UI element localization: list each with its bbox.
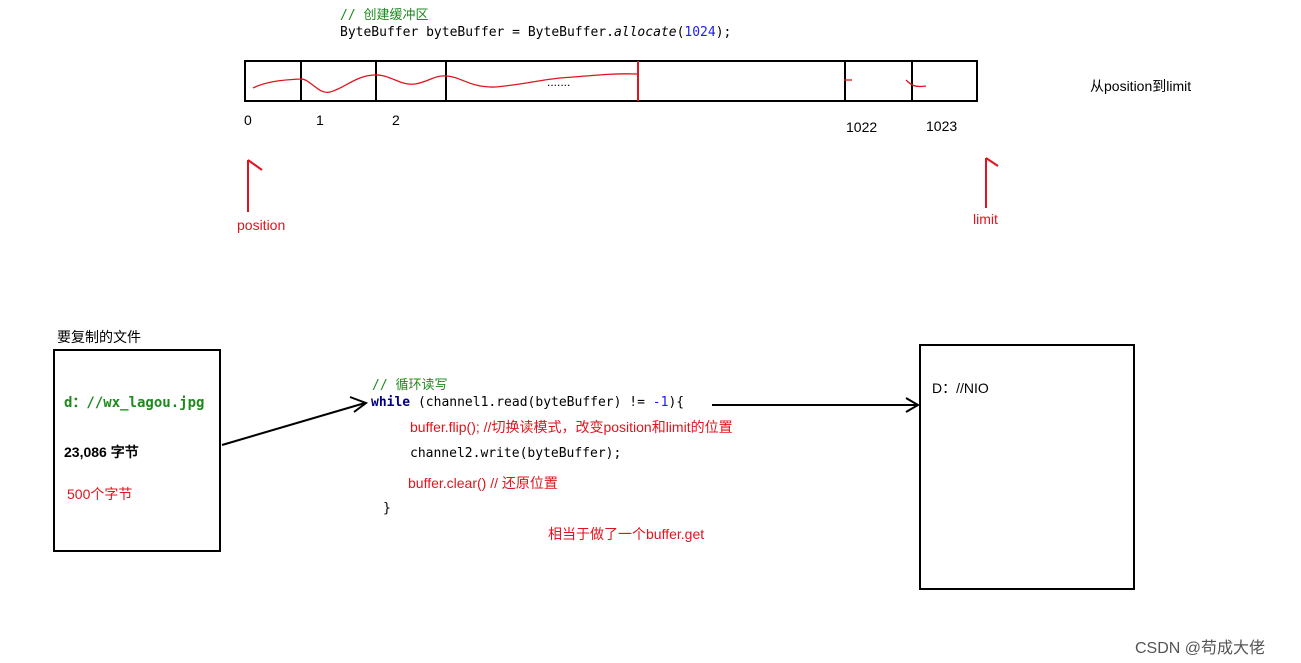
source-file-path: d：//wx_lagou.jpg [64, 395, 205, 411]
dest-label: D：//NIO [932, 380, 989, 396]
source-file-box [53, 349, 221, 552]
source-to-loop-arrowhead [349, 396, 369, 413]
code-prefix: ByteBuffer byteBuffer = ByteBuffer. [340, 25, 614, 40]
code-paren-open: ( [676, 25, 685, 40]
while-line: while (channel1.read(byteBuffer) != -1){ [371, 395, 684, 410]
comment-create-buffer: // 创建缓冲区 [340, 8, 429, 23]
loop-to-dest-arrowhead [905, 397, 920, 413]
code-paren-close: ); [715, 25, 732, 40]
while-minus-one: -1 [652, 395, 669, 410]
code-arg: 1024 [684, 25, 716, 40]
allocate-code-line: ByteBuffer byteBuffer = ByteBuffer.alloc… [340, 25, 731, 40]
buffer-rect [244, 60, 978, 102]
buffer-get-note: 相当于做了一个buffer.get [548, 526, 705, 542]
index-label-1022: 1022 [846, 119, 878, 135]
write-line: channel2.write(byteBuffer); [410, 446, 622, 461]
flip-line: buffer.flip(); //切换读模式，改变position和limit的… [410, 419, 733, 435]
index-label-1023: 1023 [926, 118, 958, 134]
watermark: CSDN @苟成大佬 [1135, 640, 1266, 657]
source-to-loop-arrow [221, 402, 366, 446]
dest-box [919, 344, 1135, 590]
index-label-2: 2 [392, 112, 400, 128]
while-condition-b: ){ [668, 395, 685, 410]
data-scribble-tail-2 [905, 79, 927, 88]
code-method: allocate [613, 25, 677, 40]
clear-line: buffer.clear() // 还原位置 [408, 475, 558, 491]
close-brace: } [383, 501, 391, 516]
index-label-1: 1 [316, 112, 324, 128]
source-file-title: 要复制的文件 [57, 329, 141, 345]
source-file-size: 500个字节 [67, 486, 133, 502]
position-arrow-head [247, 159, 263, 171]
position-to-limit-note: 从position到limit [1090, 78, 1192, 94]
data-scribble [252, 73, 638, 93]
limit-arrow-head [985, 157, 999, 167]
buffer-dots: ....... [547, 75, 571, 89]
limit-label: limit [973, 211, 998, 227]
while-condition-a: (channel1.read(byteBuffer) != [410, 395, 653, 410]
while-keyword: while [371, 395, 411, 410]
position-label: position [237, 217, 286, 233]
index-label-0: 0 [244, 112, 252, 128]
source-file-size-struck: 23,086 字节 [64, 444, 139, 460]
comment-loop: // 循环读写 [372, 378, 448, 393]
